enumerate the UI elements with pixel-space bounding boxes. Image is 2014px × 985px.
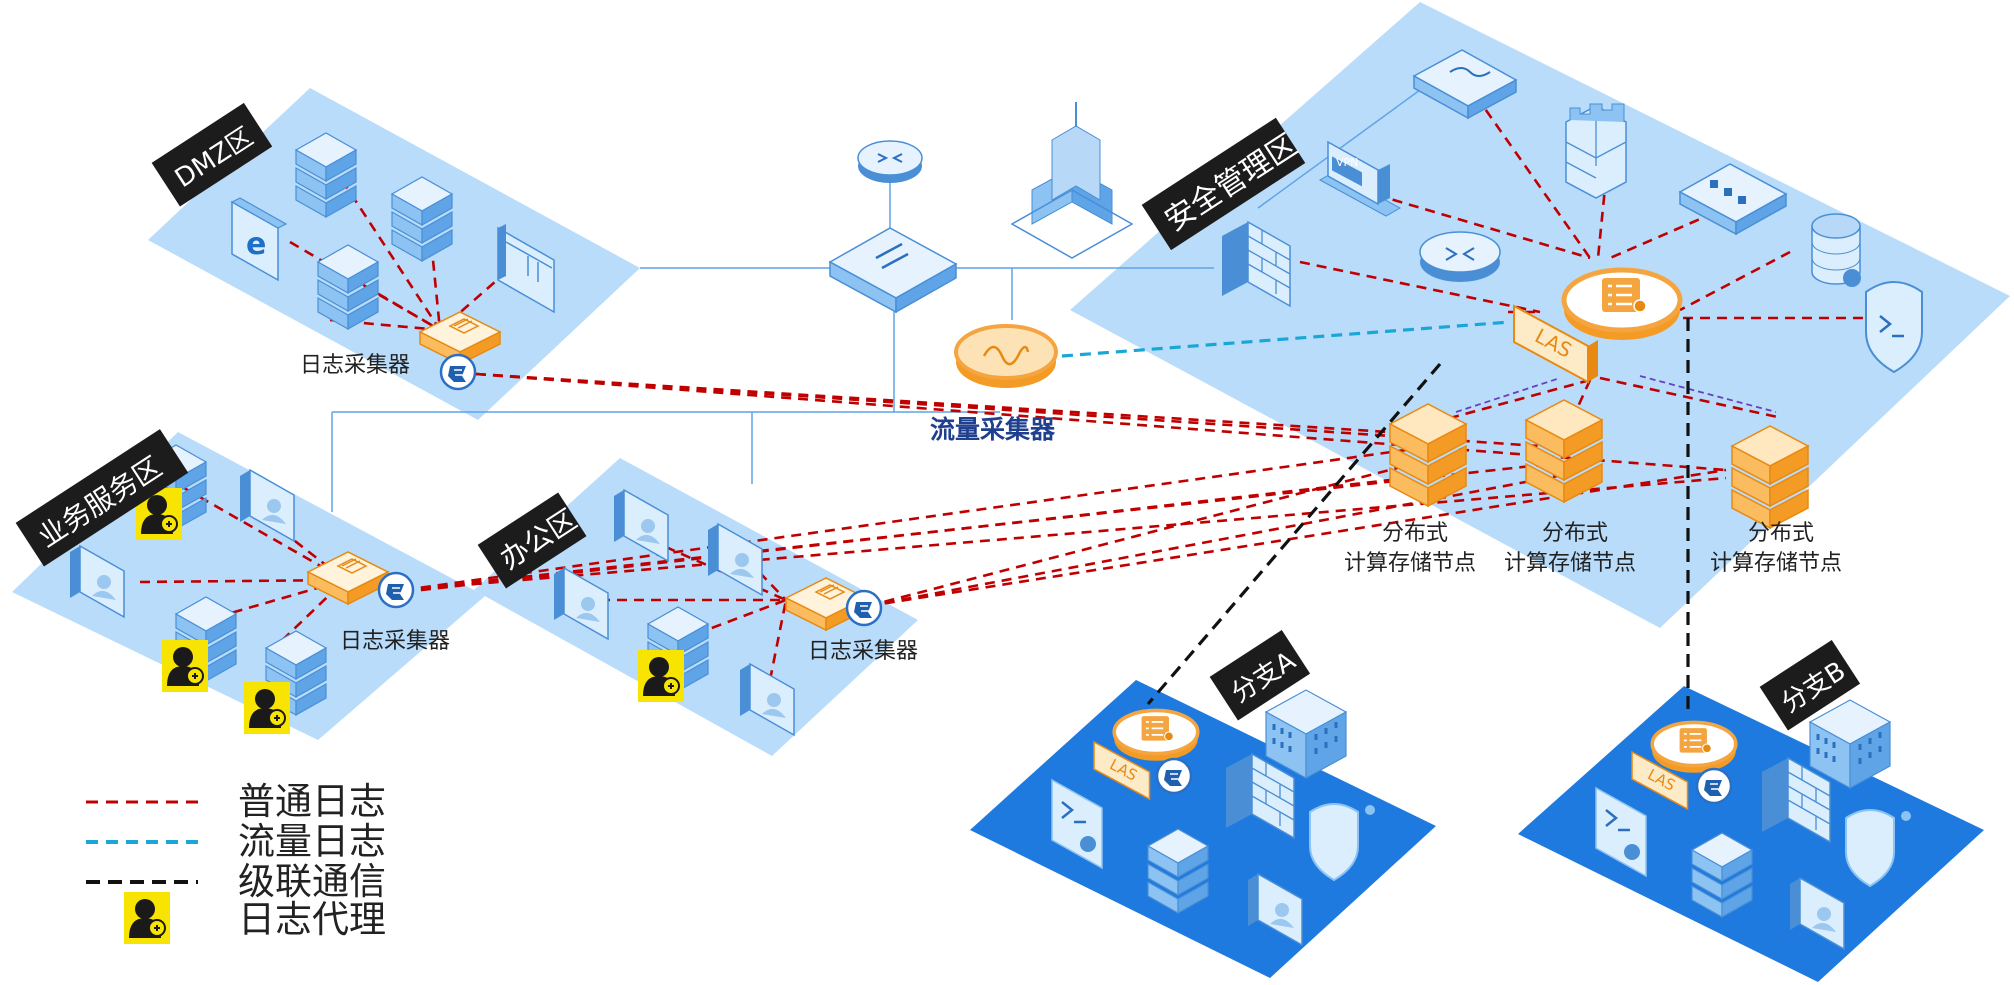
shield-terminal-icon [1865,281,1923,374]
svg-text:分布式: 分布式 [1748,521,1814,546]
business-collector-label: 日志采集器 [340,629,450,654]
office-zone-plate [474,458,918,756]
branch-b-terminal-icon [1595,786,1647,878]
security-router-icon [1419,231,1501,282]
traffic-collector-label: 流量采集器 [930,415,1056,444]
traffic-log-link [1061,320,1511,358]
legend: 普通日志 流量日志 级联通信 日志代理 [86,780,386,945]
dmz-collector-label: 日志采集器 [300,353,410,378]
cascade-links [1146,318,1690,716]
branch-b-collector-badge [1695,767,1733,805]
security-console-icon [1678,163,1788,236]
storage-node-1-label: 分布式 计算存储节点 [1344,521,1476,576]
svg-text:计算存储节点: 计算存储节点 [1710,551,1842,576]
security-switch-icon [1412,49,1518,120]
firewall-castle-icon [1565,103,1627,199]
branch-a-terminal-icon [1051,778,1103,870]
branch-a-collector-badge [1155,757,1193,795]
branch-b-server [1691,832,1753,918]
storage-node-1 [1389,403,1467,507]
svg-text:e: e [246,227,266,262]
business-agent-2 [161,639,209,693]
normal-log-links [139,95,1880,681]
branch-b-shield [1845,809,1911,888]
branch-a-zone-plate [970,680,1436,978]
dmz-app-window-icon [497,224,555,314]
legend-item-normal-log: 普通日志 [86,780,386,823]
storage-node-2 [1525,399,1603,503]
storage-node-3-label: 分布式 计算存储节点 [1710,521,1842,576]
storage-node-2-label: 分布式 计算存储节点 [1504,521,1636,576]
legend-item-agent: 日志代理 [123,891,386,945]
legend-item-cascade: 级联通信 [86,860,386,903]
svg-text:分布式: 分布式 [1542,521,1608,546]
svg-text:级联通信: 级联通信 [238,860,386,903]
business-agent-3 [243,681,291,735]
core-switch-icon [828,227,958,314]
storage-interlinks [1455,375,1777,413]
dmz-server-1 [295,132,357,218]
svg-text:流量日志: 流量日志 [238,820,386,863]
storage-node-3 [1731,425,1809,529]
branch-a-las [1112,708,1200,763]
branch-b-zone-plate [1518,686,1984,982]
office-building-icon [1010,102,1134,259]
branch-b-las [1650,720,1738,775]
svg-text:VPN: VPN [1336,156,1358,169]
dmz-zone-plate [148,88,640,420]
branch-a-server [1147,828,1209,914]
legend-item-traffic-log: 流量日志 [86,820,386,863]
svg-text:计算存储节点: 计算存储节点 [1344,551,1476,576]
branch-a-shield [1309,803,1375,882]
svg-text:普通日志: 普通日志 [238,780,386,823]
svg-text:分布式: 分布式 [1382,521,1448,546]
office-collector-label: 日志采集器 [808,639,918,664]
router-icon [857,140,923,183]
vpn-device-icon: VPN [1318,140,1402,217]
las-server-icon [1564,270,1680,340]
dmz-server-3 [317,244,379,330]
dmz-browser-icon: e [230,197,288,282]
traffic-collector-icon [954,324,1058,388]
svg-text:日志代理: 日志代理 [238,898,386,941]
svg-text:计算存储节点: 计算存储节点 [1504,551,1636,576]
database-icon [1811,213,1861,287]
office-agent [637,649,685,703]
dmz-server-2 [391,176,453,262]
